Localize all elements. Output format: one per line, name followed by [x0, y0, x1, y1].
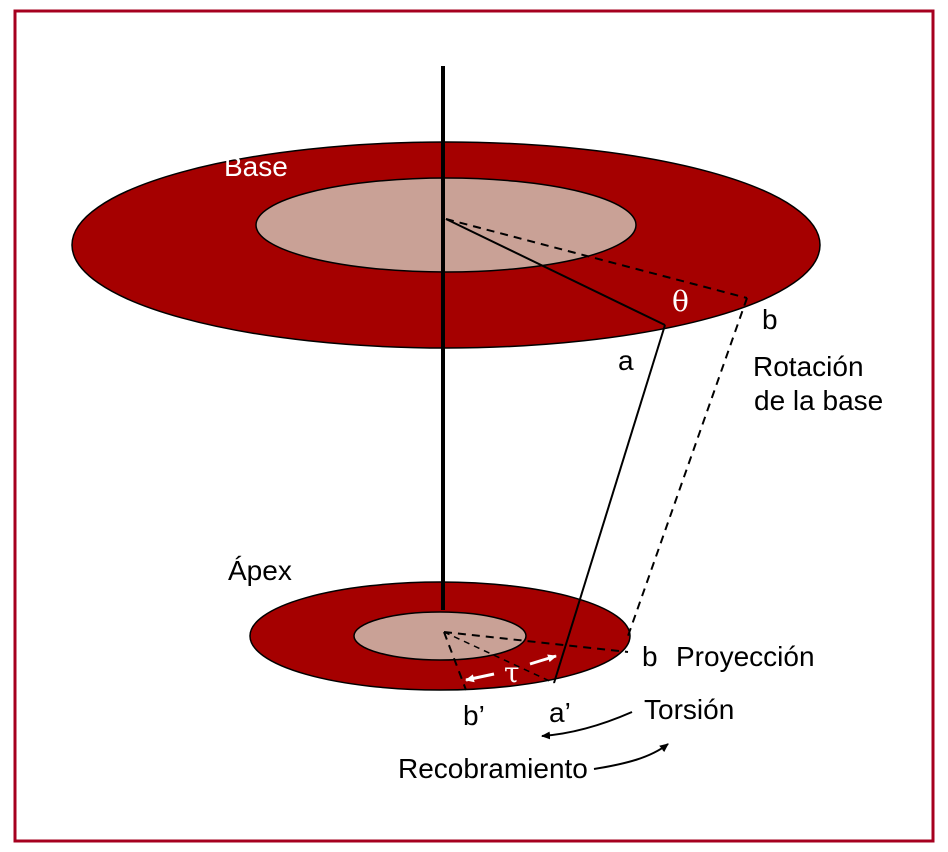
label-tau: τ	[504, 656, 520, 689]
label-base: Base	[224, 151, 288, 182]
base-inner-disc	[255, 177, 637, 273]
tau-arrow-left	[465, 672, 495, 683]
label-b-bottom: b	[642, 641, 658, 672]
recoil-arrow	[593, 743, 669, 770]
apex-inner-disc	[353, 611, 527, 661]
label-a: a	[618, 345, 634, 376]
frame-border	[13, 9, 935, 843]
apex-radius-bprime-dashed	[443, 631, 467, 691]
base-radius-b-dashed	[445, 218, 748, 299]
apex-radius-aprime-dashed	[443, 631, 555, 684]
label-b-top: b	[762, 304, 778, 335]
label-rotation-line1: Rotación	[753, 351, 864, 382]
label-recoil: Recobramiento	[398, 753, 588, 784]
apex-radius-b-dashed	[443, 631, 629, 653]
label-b-prime: b’	[463, 700, 485, 731]
label-theta: θ	[672, 285, 689, 318]
label-a-prime: a’	[549, 697, 571, 728]
projection-line-a	[553, 324, 666, 684]
label-projection: Proyección	[676, 641, 815, 672]
label-rotation-line2: de la base	[754, 385, 883, 416]
label-apex: Ápex	[228, 555, 292, 586]
torsion-arrow	[541, 711, 633, 740]
label-torsion: Torsión	[644, 694, 734, 725]
projection-line-b-dashed	[627, 297, 748, 637]
base-radius-a	[445, 218, 666, 326]
tau-arrow-right	[529, 654, 557, 666]
